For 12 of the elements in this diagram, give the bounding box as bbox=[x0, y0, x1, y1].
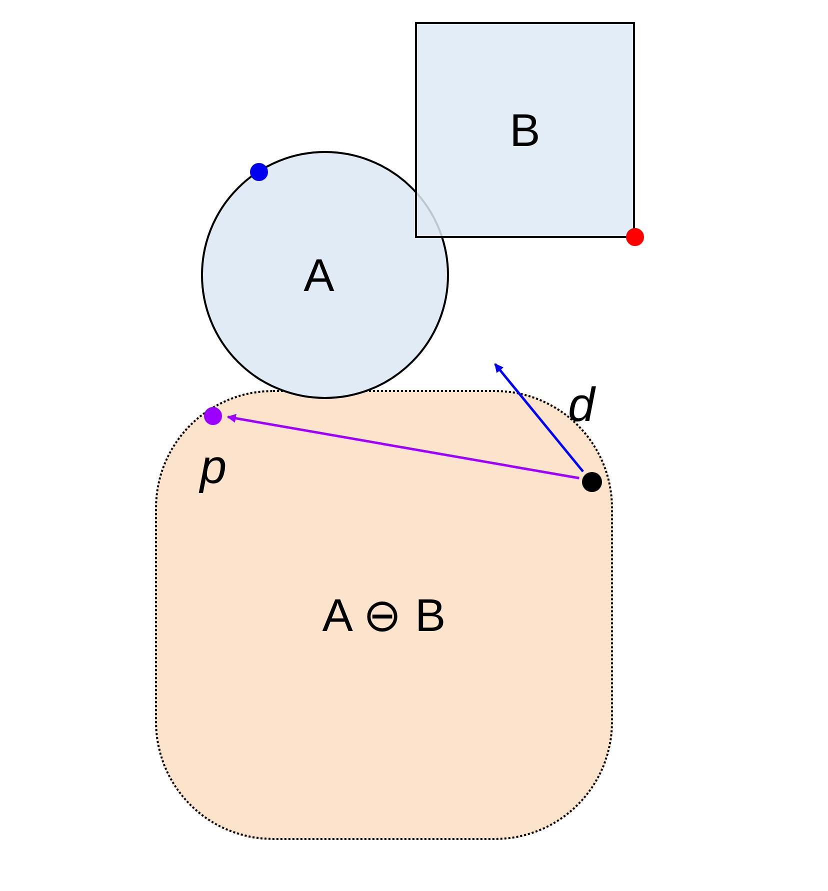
point-dot bbox=[626, 228, 644, 246]
shape-label: B bbox=[510, 103, 540, 157]
arrow bbox=[494, 363, 584, 472]
point-label: p bbox=[200, 440, 227, 495]
edge-label: d bbox=[568, 378, 595, 433]
point-dot bbox=[204, 407, 222, 425]
point-dot bbox=[250, 163, 268, 181]
shape-label: A ⊖ B bbox=[322, 588, 446, 642]
shape-label: A bbox=[304, 248, 334, 302]
square-shape bbox=[415, 22, 635, 238]
point-dot bbox=[582, 472, 602, 492]
arrow bbox=[226, 414, 580, 480]
